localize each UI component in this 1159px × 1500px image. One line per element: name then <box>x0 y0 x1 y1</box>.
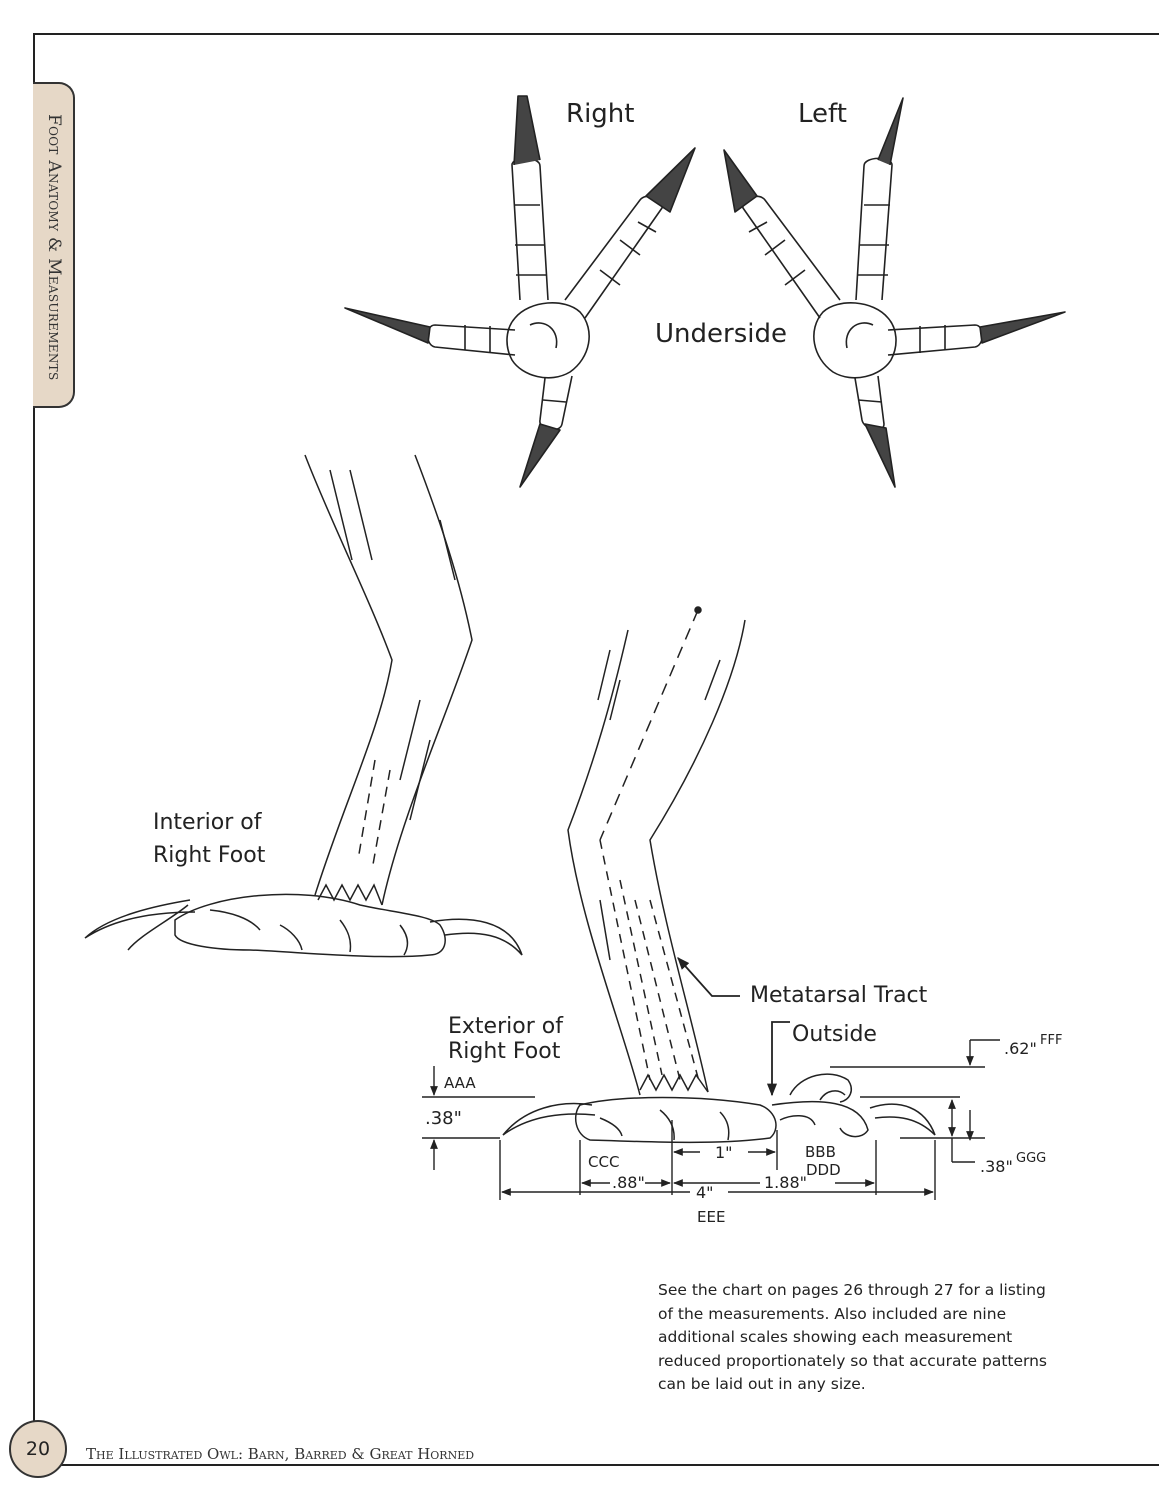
caption-text: See the chart on pages 26 through 27 for… <box>658 1281 1048 1393</box>
ccc-value: .88" <box>612 1173 645 1192</box>
eee-code: EEE <box>697 1208 725 1226</box>
left-label: Left <box>798 99 847 129</box>
page-number: 20 <box>9 1420 67 1478</box>
eee-value: 4" <box>696 1183 714 1202</box>
interior-label-line2: Right Foot <box>153 843 266 868</box>
right-foot-underside-drawing <box>344 95 696 488</box>
one-inch-value: 1" <box>715 1143 733 1162</box>
book-title-footer: The Illustrated Owl: Barn, Barred & Grea… <box>86 1445 475 1463</box>
left-foot-underside-drawing <box>723 97 1066 488</box>
exterior-label-line2: Right Foot <box>448 1039 561 1064</box>
chapter-tab: Foot Anatomy & Measurements <box>33 82 75 408</box>
underside-label: Underside <box>655 319 787 349</box>
ggg-value: .38" <box>980 1157 1013 1176</box>
interior-label-line1: Interior of <box>153 810 263 835</box>
interior-foot-drawing <box>84 454 523 958</box>
exterior-foot-drawing <box>502 606 936 1144</box>
exterior-label-line1: Exterior of <box>448 1014 564 1039</box>
outside-pointer <box>766 1021 790 1097</box>
ddd-value: 1.88" <box>764 1173 807 1192</box>
metatarsal-label: Metatarsal Tract <box>750 983 928 1008</box>
chapter-tab-label: Foot Anatomy & Measurements <box>44 113 64 381</box>
outside-label: Outside <box>792 1022 877 1047</box>
right-label: Right <box>566 99 634 129</box>
aaa-code: AAA <box>444 1074 476 1092</box>
fff-value: .62" <box>1004 1039 1037 1058</box>
ddd-code: DDD <box>806 1161 841 1179</box>
dimension-lines <box>422 1039 1000 1200</box>
ggg-code: GGG <box>1016 1151 1046 1166</box>
metatarsal-pointer <box>677 957 740 997</box>
page-frame <box>33 33 1159 1466</box>
ccc-code: CCC <box>588 1153 619 1171</box>
aaa-value: .38" <box>425 1108 462 1129</box>
bbb-code: BBB <box>805 1143 836 1161</box>
fff-code: FFF <box>1040 1033 1062 1048</box>
